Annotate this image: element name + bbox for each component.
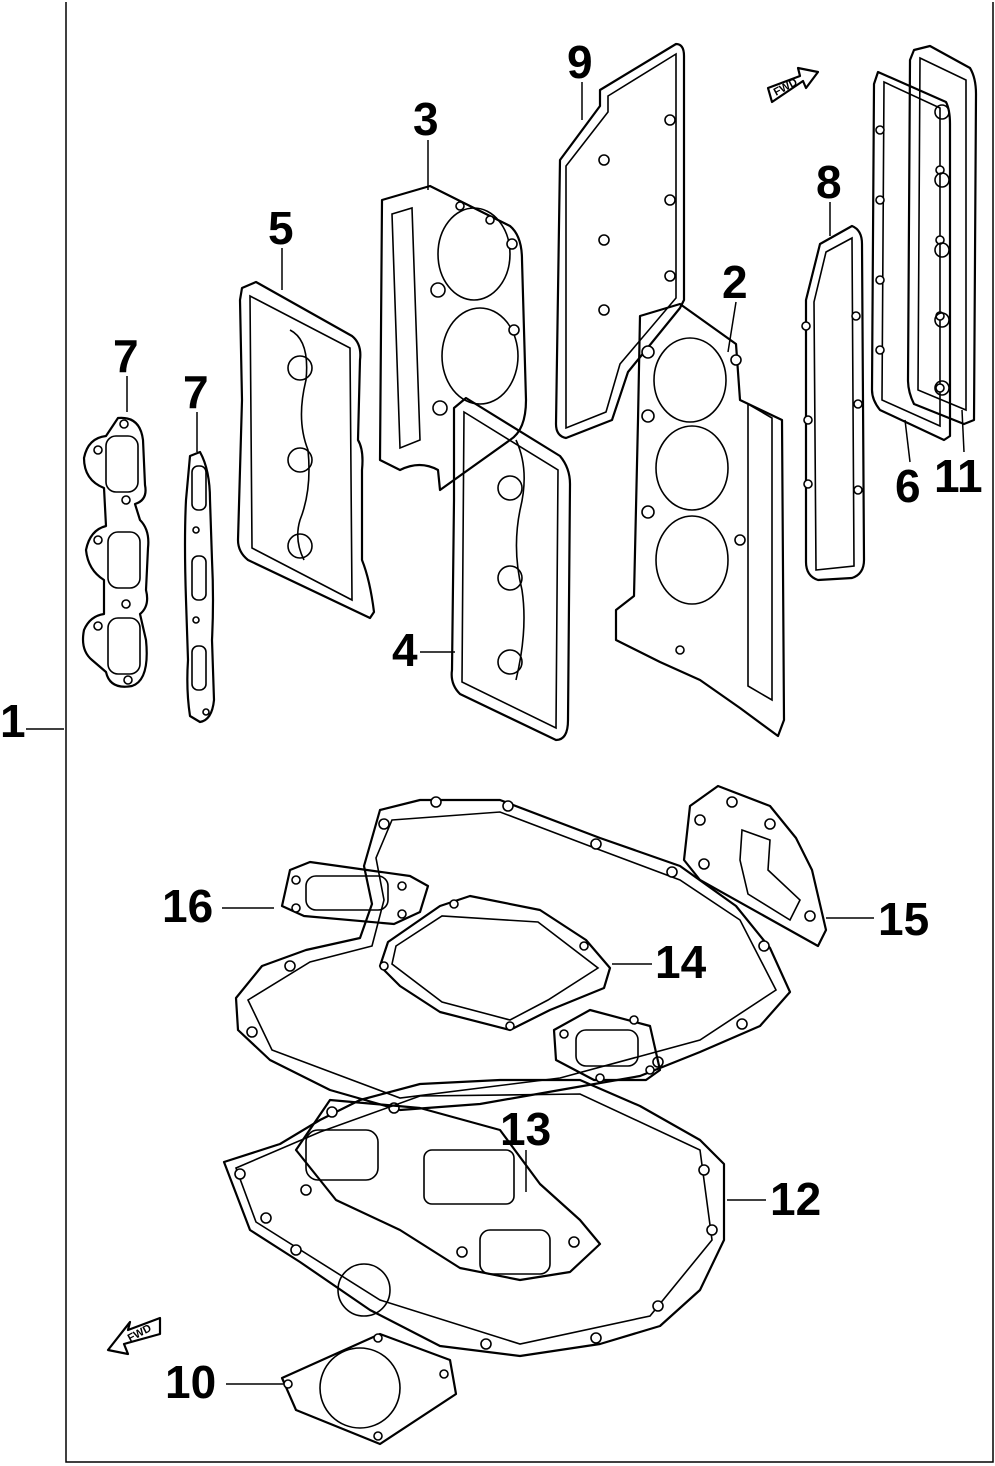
callout-15: 15 <box>826 893 929 945</box>
callout-14: 14 <box>612 936 707 988</box>
callout-label-5: 5 <box>268 202 294 254</box>
callout-10: 10 <box>165 1356 284 1408</box>
callout-label-7a: 7 <box>113 330 139 382</box>
exhaust-manifold-gasket-7b <box>183 450 216 724</box>
valve-cover-gasket-5 <box>236 280 376 620</box>
callout-label-12: 12 <box>770 1173 821 1225</box>
valve-cover-gasket-4 <box>450 396 572 742</box>
callout-label-15: 15 <box>878 893 929 945</box>
cylinder-head-gasket-3 <box>378 184 528 492</box>
callout-label-6: 6 <box>895 460 921 512</box>
callout-label-10: 10 <box>165 1356 216 1408</box>
callout-1: 1 <box>0 695 64 747</box>
callout-label-2: 2 <box>722 256 748 308</box>
callout-label-11: 11 <box>934 450 983 502</box>
callout-label-3: 3 <box>413 93 439 145</box>
square-gasket-10 <box>280 1332 458 1446</box>
fwd-arrow-top-label: FWD <box>772 76 800 98</box>
callout-16: 16 <box>162 880 274 932</box>
cover-gasket-11 <box>906 44 978 426</box>
base-gasket-12 <box>222 1078 726 1358</box>
fwd-arrow-bottom-icon: FWD <box>106 1316 162 1356</box>
kit-frame <box>65 2 994 1463</box>
callout-4: 4 <box>392 624 455 676</box>
inner-gasket-14 <box>378 894 612 1032</box>
callout-label-1: 1 <box>0 695 26 747</box>
callout-7a: 7 <box>113 330 139 412</box>
cylinder-head-gasket-2 <box>614 302 786 738</box>
cover-gasket-8 <box>801 224 866 582</box>
callout-label-13: 13 <box>500 1103 551 1155</box>
exhaust-manifold-gasket-7a <box>81 416 150 688</box>
callout-12: 12 <box>727 1173 821 1225</box>
callout-5: 5 <box>268 202 294 290</box>
callout-13: 13 <box>500 1103 551 1192</box>
callout-11: 11 <box>934 409 983 502</box>
callout-label-8: 8 <box>816 156 842 208</box>
callout-label-9: 9 <box>567 36 593 88</box>
callout-7b: 7 <box>183 366 209 452</box>
callout-3: 3 <box>413 93 439 190</box>
callout-label-7b: 7 <box>183 366 209 418</box>
port-gasket <box>552 1008 662 1083</box>
crankcase-gasket <box>234 796 792 1114</box>
callout-label-4: 4 <box>392 624 418 676</box>
callout-8: 8 <box>816 156 842 236</box>
fwd-arrow-top-icon: FWD <box>766 66 820 104</box>
cover-gasket-15 <box>682 784 828 948</box>
callout-6: 6 <box>895 419 921 512</box>
intake-gasket-13 <box>294 1098 602 1282</box>
callout-label-14: 14 <box>655 936 707 988</box>
callout-2: 2 <box>722 256 748 353</box>
callout-label-16: 16 <box>162 880 213 932</box>
port-gasket-16 <box>280 860 430 926</box>
callout-9: 9 <box>567 36 593 120</box>
cover-gasket-9 <box>554 42 686 440</box>
